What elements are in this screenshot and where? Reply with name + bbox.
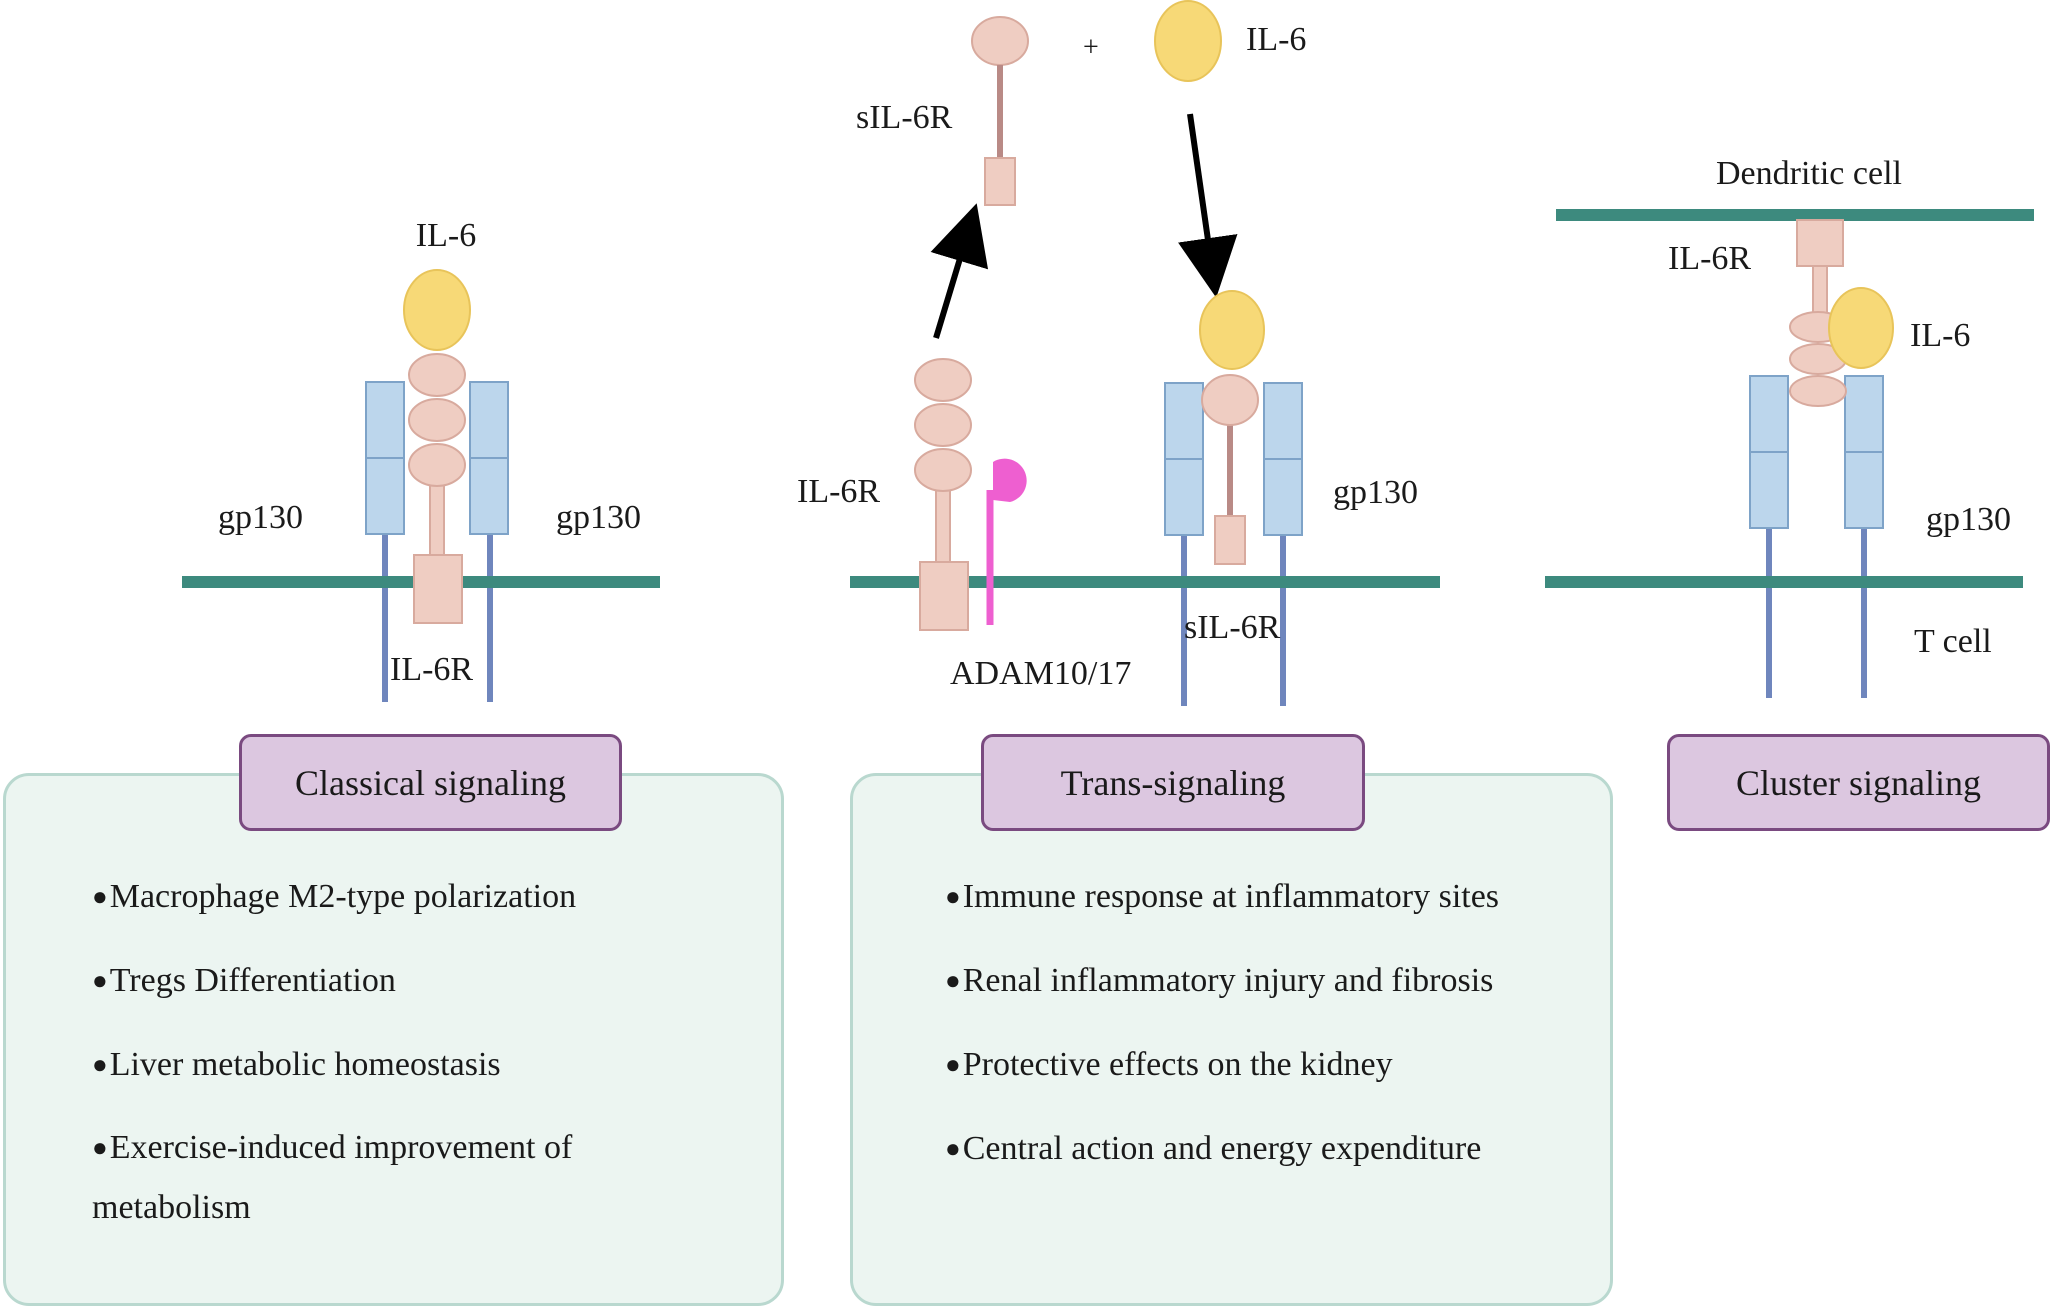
il6-label: IL-6 xyxy=(416,217,476,254)
gp130-domain-right-upper xyxy=(1844,375,1884,453)
sil6r-domain xyxy=(971,16,1029,66)
gp130-domain-right-lower xyxy=(1844,451,1884,529)
sil6r-label-top: sIL-6R xyxy=(856,99,953,136)
list-item-text: Central action and energy expenditure xyxy=(962,1130,1482,1167)
gp130-domain-left-upper xyxy=(1749,375,1789,453)
il6r-stalk xyxy=(1812,265,1828,317)
classical-signaling-diagram: IL-6 gp130 gp130 IL-6R xyxy=(182,217,660,702)
trans-signaling-diagram: sIL-6R + IL-6 IL-6R ADAM10/17 xyxy=(797,0,1440,706)
il6-ligand xyxy=(403,269,471,351)
trans-signaling-title: Trans-signaling xyxy=(981,734,1365,831)
t-cell-label: T cell xyxy=(1914,623,1992,660)
sil6r-base xyxy=(984,157,1016,206)
il6r-label: IL-6R xyxy=(797,473,880,510)
binding-arrow xyxy=(1178,113,1238,298)
il6r-anchor xyxy=(1796,219,1844,267)
gp130-domain-left-upper xyxy=(365,381,405,459)
gp130-domain-right-upper xyxy=(469,381,509,459)
sil6r-label-bound: sIL-6R xyxy=(1184,609,1281,646)
list-item: Central action and energy expenditure xyxy=(945,1129,1585,1171)
il6r-domain xyxy=(914,403,972,447)
list-item-text: Renal inflammatory injury and fibrosis xyxy=(962,962,1494,999)
il6-ligand-free xyxy=(1154,0,1222,82)
il6-ligand-bound xyxy=(1199,290,1265,370)
il6r-domain xyxy=(408,398,466,442)
list-item: Immune response at inflammatory sites xyxy=(945,877,1585,919)
gp130-label-right: gp130 xyxy=(556,499,641,536)
bound-sil6r-domain xyxy=(1201,374,1259,426)
dendritic-cell-label: Dendritic cell xyxy=(1716,155,1902,192)
il6r-domain xyxy=(1789,375,1847,407)
list-item-text: Protective effects on the kidney xyxy=(962,1046,1393,1083)
list-item-text: Tregs Differentiation xyxy=(109,962,396,999)
classical-effects-list: Macrophage M2-type polarization Tregs Di… xyxy=(92,877,662,1279)
il6r-label: IL-6R xyxy=(1668,240,1751,277)
plus-sign: + xyxy=(1083,32,1099,63)
il6r-anchor xyxy=(919,561,969,631)
il6r-domain xyxy=(914,448,972,492)
gp130-domain-left-upper xyxy=(1164,382,1204,460)
bound-sil6r-base xyxy=(1214,515,1246,565)
list-item: Liver metabolic homeostasis xyxy=(92,1045,662,1087)
il6-ligand xyxy=(1828,287,1894,369)
il6-label: IL-6 xyxy=(1910,317,1970,354)
gp130-domain-left-lower xyxy=(1749,451,1789,529)
il6r-domain xyxy=(408,443,466,487)
list-item-text: Macrophage M2-type polarization xyxy=(109,878,577,915)
gp130-domain-right-upper xyxy=(1263,382,1303,460)
il6r-domain xyxy=(914,358,972,402)
il6r-label: IL-6R xyxy=(390,651,473,688)
gp130-label: gp130 xyxy=(1926,501,2011,538)
gp130-label-left: gp130 xyxy=(218,499,303,536)
list-item-text: Immune response at inflammatory sites xyxy=(962,878,1500,915)
gp130-domain-left-lower xyxy=(365,457,405,535)
gp130-label: gp130 xyxy=(1333,474,1418,511)
il6r-stalk xyxy=(935,487,951,564)
list-item-text: Exercise-induced improvement of metaboli… xyxy=(92,1129,573,1226)
gp130-domain-left-lower xyxy=(1164,458,1204,536)
cluster-signaling-title: Cluster signaling xyxy=(1667,734,2050,831)
gp130-domain-right-lower xyxy=(469,457,509,535)
classical-signaling-title: Classical signaling xyxy=(239,734,622,831)
gp130-domain-right-lower xyxy=(1263,458,1303,536)
list-item-text: Liver metabolic homeostasis xyxy=(109,1046,501,1083)
adam-protease-head xyxy=(993,458,1027,502)
il6r-stalk xyxy=(429,479,445,561)
trans-signaling-panel xyxy=(850,773,1613,1306)
il6r-anchor xyxy=(413,554,463,624)
list-item: Renal inflammatory injury and fibrosis xyxy=(945,961,1585,1003)
list-item: Exercise-induced improvement of metaboli… xyxy=(92,1119,662,1237)
il6r-domain xyxy=(408,353,466,397)
list-item: Protective effects on the kidney xyxy=(945,1045,1585,1087)
adam-label: ADAM10/17 xyxy=(950,655,1131,692)
shedding-arrow xyxy=(930,203,989,339)
list-item: Tregs Differentiation xyxy=(92,961,662,1003)
trans-effects-list: Immune response at inflammatory sites Re… xyxy=(945,877,1585,1213)
list-item: Macrophage M2-type polarization xyxy=(92,877,662,919)
cluster-signaling-diagram: Dendritic cell IL-6R IL-6 gp130 T cell xyxy=(1545,155,2034,698)
il6-label-free: IL-6 xyxy=(1246,21,1306,58)
